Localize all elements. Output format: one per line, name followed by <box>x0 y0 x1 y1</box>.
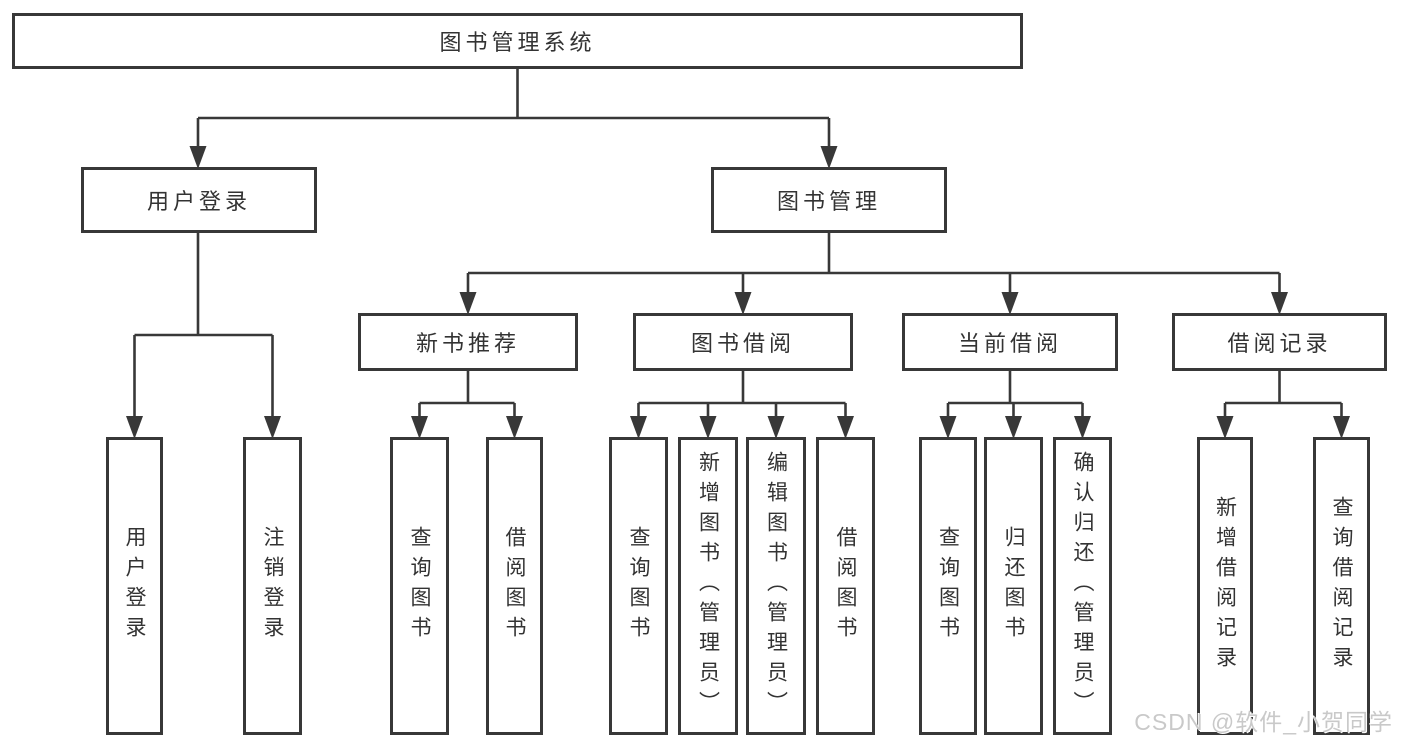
leaf-add-book-admin: 新增图书（管理员） <box>678 437 738 735</box>
node-book-borrowing: 图书借阅 <box>633 313 853 371</box>
leaf-return-book: 归还图书 <box>984 437 1043 735</box>
node-user-login-branch: 用户登录 <box>81 167 317 233</box>
leaf-confirm-return-admin: 确认归还（管理员） <box>1053 437 1112 735</box>
node-new-book-recommendation: 新书推荐 <box>358 313 578 371</box>
leaf-edit-book-admin: 编辑图书（管理员） <box>746 437 806 735</box>
node-library-management-system: 图书管理系统 <box>12 13 1023 69</box>
leaf-user-login: 用户登录 <box>106 437 163 735</box>
leaf-borrow-books: 借阅图书 <box>816 437 875 735</box>
leaf-query-borrow-record: 查询借阅记录 <box>1313 437 1370 735</box>
node-borrowing-records: 借阅记录 <box>1172 313 1387 371</box>
leaf-borrow-books-recommend: 借阅图书 <box>486 437 543 735</box>
leaf-add-borrow-record: 新增借阅记录 <box>1197 437 1253 735</box>
csdn-watermark: CSDN @软件_小贺同学 <box>1134 709 1393 735</box>
node-book-management-branch: 图书管理 <box>711 167 947 233</box>
leaf-logout: 注销登录 <box>243 437 302 735</box>
leaf-query-books-borrow: 查询图书 <box>609 437 668 735</box>
node-current-borrowing: 当前借阅 <box>902 313 1118 371</box>
leaf-query-books-recommend: 查询图书 <box>390 437 449 735</box>
leaf-query-books-current: 查询图书 <box>919 437 977 735</box>
